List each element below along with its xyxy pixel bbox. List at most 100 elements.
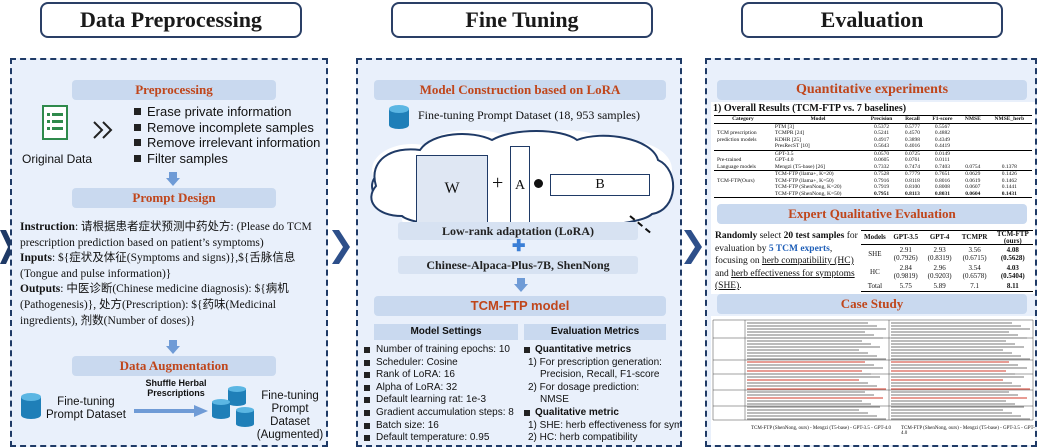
table-cell: 0.1378: [1001, 163, 1017, 170]
expert-header-cell: TCM-FTP (ours): [996, 230, 1029, 245]
table-cell: 0.8008: [934, 184, 950, 190]
table-header-row: Category Model Precision Recall F1-score…: [714, 116, 1032, 123]
table-cell: TCM-FTP (llama+, K=50): [774, 177, 834, 184]
right-arrow-icon: [134, 405, 208, 417]
target-dataset-label: Fine-tuning Prompt Dataset (Augmented): [256, 390, 324, 441]
quantitative-table: Category Model Precision Recall F1-score…: [714, 115, 1032, 198]
source-dataset-label: Fine-tuning Prompt Dataset: [46, 396, 126, 421]
table-cell: 0.1441: [1001, 184, 1017, 190]
table-cell: 0.8118: [904, 177, 920, 184]
data-augmentation-title: Data Augmentation: [72, 356, 276, 376]
table-cell: 0.1426: [1001, 171, 1017, 177]
table-cell: 0.7651: [934, 171, 950, 177]
panel-evaluation: Quantitative experiments 1) Overall Resu…: [705, 58, 1037, 447]
table-cell: 0.4419: [934, 143, 950, 149]
metrics-header: Evaluation Metrics: [524, 324, 666, 340]
table-cell: PTM [3]: [774, 123, 794, 130]
table-cell: [959, 143, 987, 150]
quantitative-table-card: 1) Overall Results (TCM-FTP vs. 7 baseli…: [711, 102, 1035, 250]
table-cell: 0.5567: [934, 123, 950, 130]
table-cell: TCM-FTP (ShenNong, K=50): [774, 190, 842, 197]
database-icon: [21, 393, 41, 419]
expert-cell: 3.54 (0.6578): [962, 264, 987, 280]
quantitative-title: Quantitative experiments: [717, 80, 1027, 100]
down-arrow-icon: [166, 340, 180, 354]
table-header-cell: NMSE: [964, 116, 981, 122]
table-cell: [714, 191, 772, 198]
instruction-line: Instruction: 请根据患者症状预测中药处方: (Please do T…: [20, 221, 312, 249]
table-cell: [987, 150, 1032, 157]
header-middle-label: Fine Tuning: [465, 7, 579, 32]
table-cell: 0.0725: [904, 150, 921, 157]
expert-cell: 2.93 (0.8319): [927, 246, 952, 262]
inputs-line: Inputs: ${症状及体征(Symptoms and signs)},${舌…: [20, 252, 296, 280]
prompt-design-body: Instruction: 请根据患者症状预测中药处方: (Please do T…: [20, 220, 326, 329]
expert-cell: 4.03 (0.5404): [1000, 264, 1025, 280]
metric-line: Precision, Recall, F1-score: [540, 369, 660, 381]
expert-header-cell: GPT-4: [929, 233, 950, 242]
header-data-preprocessing: Data Preprocessing: [40, 2, 302, 38]
expert-table: Models GPT-3.5 GPT-4 TCMPR TCM-FTP (ours…: [861, 230, 1033, 292]
matrix-a: A: [510, 146, 530, 226]
table-header-cell: Model: [810, 116, 826, 122]
original-data-label: Original Data: [22, 152, 93, 166]
dot-operator: [534, 179, 543, 188]
metric-line: 1) SHE: herb effectiveness for symptoms: [528, 419, 682, 431]
lora-title: Model Construction based on LoRA: [374, 80, 666, 100]
setting-item: Default temperature: 0.95: [364, 432, 514, 445]
table-cell: 0.7332: [873, 163, 890, 170]
table-cell: KDHR [25]: [774, 136, 801, 143]
table-cell: 0.0570: [873, 150, 890, 157]
expert-cell: Total: [867, 282, 883, 290]
table-cell: 0.7779: [904, 171, 921, 177]
preprocessing-steps: Erase private information Remove incompl…: [134, 104, 320, 166]
expert-card: Randomly select 20 test samples for eval…: [711, 226, 1035, 294]
table-cell: 0.7919: [873, 184, 890, 190]
case-footer-right: TCM-FTP (ShenNong, ours) - Mengzi (T5-ba…: [901, 426, 1035, 436]
table-header-cell: Category: [732, 116, 754, 122]
prompt-design-title: Prompt Design: [72, 188, 276, 208]
plus-sign: +: [492, 172, 504, 194]
table-cell: [959, 123, 987, 130]
case-study-card: TCM-FTP (ShenNong, ours) - Mengzi (T5-ba…: [711, 316, 1035, 445]
settings-list: Number of training epochs: 10 Scheduler:…: [364, 344, 514, 445]
expert-cell: 8.11: [1006, 282, 1019, 290]
table-cell: 0.4882: [934, 130, 950, 136]
header-evaluation: Evaluation: [741, 2, 1003, 38]
database-icon: [389, 105, 409, 129]
metric-line: 1) For prescription generation:: [528, 356, 662, 368]
expert-description: Randomly select 20 test samples for eval…: [715, 231, 858, 291]
table-cell: 0.5372: [873, 123, 890, 130]
setting-item: Scheduler: Cosine: [364, 357, 514, 370]
case-study-title: Case Study: [717, 294, 1027, 314]
down-arrow-icon: [514, 278, 528, 292]
table-cell: 0.7951: [873, 190, 890, 197]
table-cell: 0.1431: [1001, 190, 1017, 197]
expert-header-cell: GPT-3.5: [893, 233, 919, 242]
expert-header-cell: TCMPR: [961, 233, 988, 242]
setting-item: Gradient accumulation steps: 8: [364, 407, 514, 420]
qual-metrics-heading: Qualitative metric: [524, 407, 680, 420]
expert-cell: 7.1: [970, 282, 979, 290]
table-cell: TCM prescription: [717, 130, 757, 136]
case-study-table-graphic: [712, 319, 1034, 421]
table-row: TCM-FTP(Ours)TCM-FTP (llama+, K=50)0.791…: [714, 178, 1032, 185]
table-cell: 0.7474: [904, 163, 921, 170]
table-cell: Pre-trained: [717, 157, 742, 163]
table-cell: 0.7916: [873, 177, 890, 184]
table-cell: [987, 123, 1032, 130]
table-header-cell: Precision: [870, 116, 893, 122]
preprocessing-step: Remove incomplete samples: [134, 120, 320, 136]
table-cell: 0.0111: [935, 157, 950, 163]
expert-title: Expert Qualitative Evaluation: [717, 204, 1027, 224]
expert-cell: 5.89: [933, 282, 946, 290]
database-stack-icon: [212, 386, 254, 427]
table-cell: 0.0605: [873, 157, 890, 163]
table-cell: 0.8016: [934, 177, 950, 184]
